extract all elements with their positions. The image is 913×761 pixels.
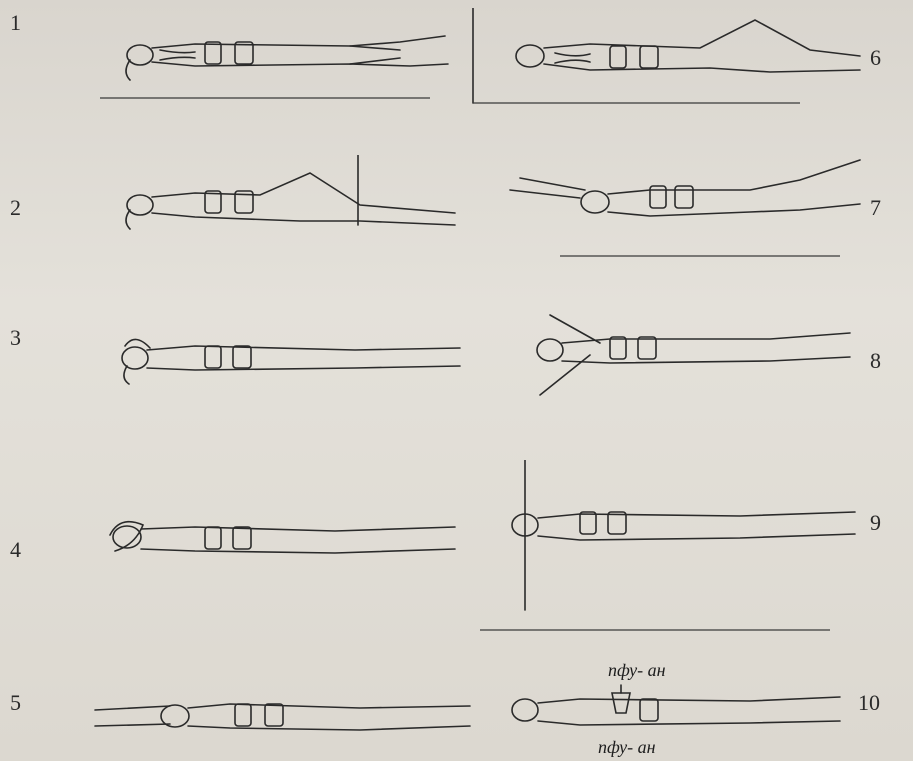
figure-4-lying-pose <box>95 505 465 585</box>
figure-number-8: 8 <box>870 348 881 374</box>
figure-5-lying-pose <box>90 680 480 760</box>
figure-number-7: 7 <box>870 195 881 221</box>
figure-number-9: 9 <box>870 510 881 536</box>
figure-number-1: 1 <box>10 10 21 36</box>
annotation-exhale: пфу- ан <box>598 737 656 758</box>
figure-number-10: 10 <box>858 690 880 716</box>
figure-number-5: 5 <box>10 690 21 716</box>
figure-2-lying-pose <box>100 155 460 265</box>
figure-1-lying-pose <box>100 10 450 100</box>
annotation-inhale: пфу- ан <box>608 660 666 681</box>
figure-3-lying-pose <box>105 320 465 400</box>
figure-6-lying-pose <box>470 8 870 108</box>
figure-8-lying-pose <box>520 305 860 405</box>
figure-number-6: 6 <box>870 45 881 71</box>
figure-number-2: 2 <box>10 195 21 221</box>
figure-9-lying-pose <box>470 460 870 640</box>
figure-7-lying-pose <box>500 150 870 260</box>
figure-10-lying-pose <box>500 665 850 755</box>
figure-number-4: 4 <box>10 537 21 563</box>
figure-number-3: 3 <box>10 325 21 351</box>
